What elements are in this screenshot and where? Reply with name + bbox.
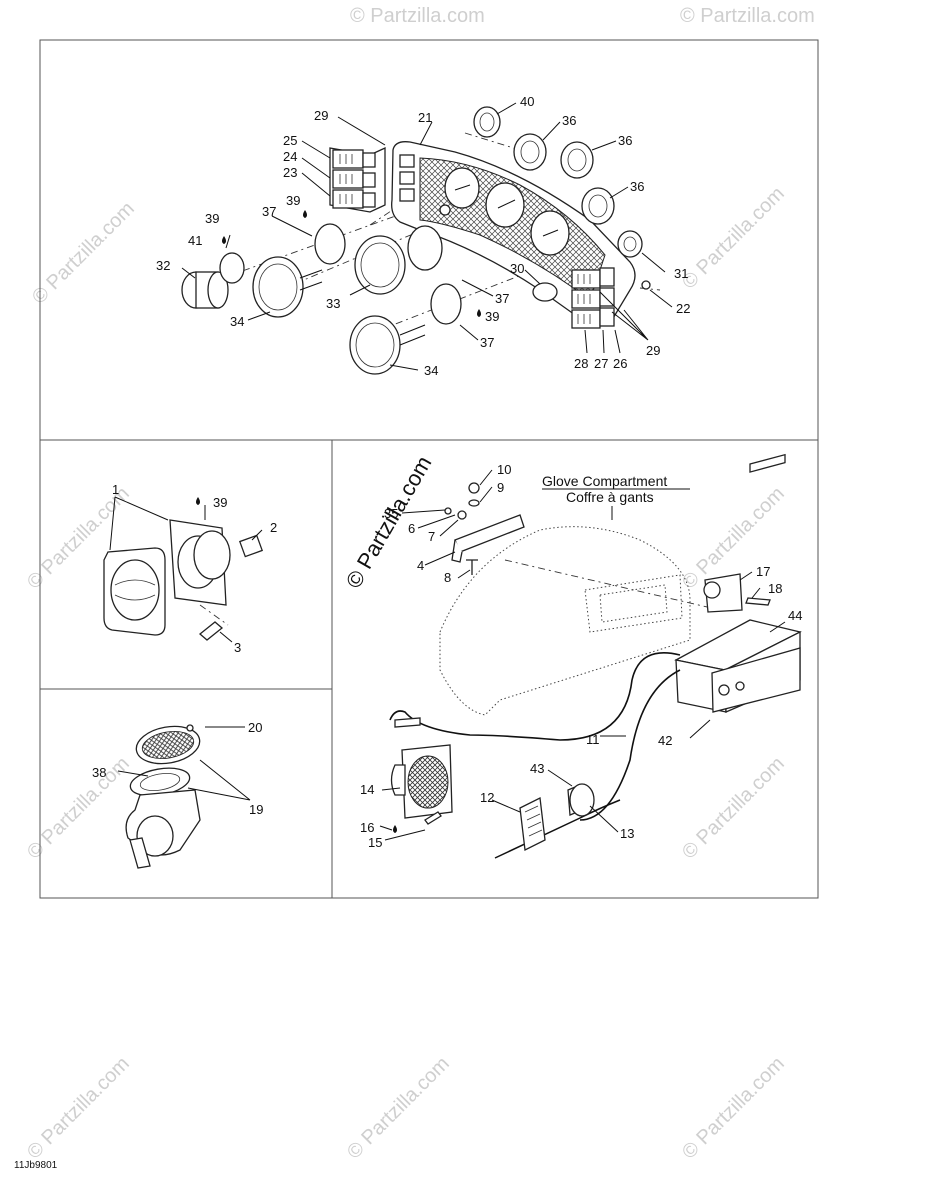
callout-29: 29 bbox=[314, 108, 328, 123]
callout-33: 33 bbox=[326, 296, 340, 311]
callout-26: 26 bbox=[613, 356, 627, 371]
callout-37: 37 bbox=[262, 204, 276, 219]
callout-40: 40 bbox=[520, 94, 534, 109]
callout-25: 25 bbox=[283, 133, 297, 148]
rocker-switches-right bbox=[571, 267, 615, 329]
callout-31: 31 bbox=[674, 266, 688, 281]
plug-30 bbox=[532, 282, 558, 302]
callout-37: 37 bbox=[495, 291, 509, 306]
callout-41: 41 bbox=[188, 233, 202, 248]
gauges bbox=[181, 223, 462, 375]
callout-3: 3 bbox=[234, 640, 241, 655]
watermark: © Partzilla.com bbox=[343, 1053, 454, 1164]
callout-36: 36 bbox=[618, 133, 632, 148]
callout-19: 19 bbox=[249, 802, 263, 817]
watermark: © Partzilla.com bbox=[680, 5, 815, 27]
blower-panel: 20 38 19 bbox=[92, 720, 263, 869]
watermark: © Partzilla.com bbox=[678, 1053, 789, 1164]
drawing-code: 11Jb9801 bbox=[14, 1160, 58, 1171]
washer-22 bbox=[641, 280, 651, 290]
callout-39: 39 bbox=[205, 211, 219, 226]
callout-30: 30 bbox=[510, 261, 524, 276]
watermark: © Partzilla.com bbox=[678, 183, 789, 294]
callout-42: 42 bbox=[658, 733, 672, 748]
callout-4: 4 bbox=[417, 558, 424, 573]
callout-39: 39 bbox=[485, 309, 499, 324]
glove-compartment-panel: Glove Compartment Coffre à gants bbox=[360, 453, 802, 859]
callout-23: 23 bbox=[283, 165, 297, 180]
callout-36: 36 bbox=[562, 113, 576, 128]
callout-34: 34 bbox=[424, 363, 438, 378]
leader-lines-top bbox=[181, 102, 673, 371]
panel-frames bbox=[39, 39, 819, 899]
callout-24: 24 bbox=[283, 149, 297, 164]
callout-32: 32 bbox=[156, 258, 170, 273]
callout-36: 36 bbox=[630, 179, 644, 194]
callout-29: 29 bbox=[646, 343, 660, 358]
callout-27: 27 bbox=[594, 356, 608, 371]
callout-21: 21 bbox=[418, 110, 432, 125]
glove-compartment-label: Glove Compartment bbox=[542, 473, 667, 489]
callout-38: 38 bbox=[92, 765, 106, 780]
callout-17: 17 bbox=[756, 564, 770, 579]
callout-7: 7 bbox=[428, 529, 435, 544]
callout-1: 1 bbox=[112, 482, 119, 497]
callout-9: 9 bbox=[497, 480, 504, 495]
gauge-nuts bbox=[473, 106, 643, 258]
callout-44: 44 bbox=[788, 608, 802, 623]
callout-10: 10 bbox=[497, 462, 511, 477]
callout-2: 2 bbox=[270, 520, 277, 535]
callout-39: 39 bbox=[213, 495, 227, 510]
callout-35: 35 bbox=[384, 506, 398, 521]
watermark: © Partzilla.com bbox=[23, 1053, 134, 1164]
glove-compartment-label-fr: Coffre à gants bbox=[566, 489, 654, 505]
callout-8: 8 bbox=[444, 570, 451, 585]
callout-43: 43 bbox=[530, 761, 544, 776]
callout-12: 12 bbox=[480, 790, 494, 805]
callout-16: 16 bbox=[360, 820, 374, 835]
vent-panel: 1 39 2 3 bbox=[103, 482, 277, 655]
callout-6: 6 bbox=[408, 521, 415, 536]
callout-15: 15 bbox=[368, 835, 382, 850]
rocker-switches-left bbox=[329, 146, 386, 213]
callout-13: 13 bbox=[620, 826, 634, 841]
watermark: © Partzilla.com bbox=[28, 198, 139, 309]
callout-14: 14 bbox=[360, 782, 374, 797]
callout-37: 37 bbox=[480, 335, 494, 350]
watermark: © Partzilla.com bbox=[350, 5, 485, 27]
gauge-cluster-panel: 29 21 40 36 36 36 25 24 23 39 37 39 41 3… bbox=[156, 94, 690, 833]
callout-11: 11 bbox=[586, 732, 600, 747]
callout-22: 22 bbox=[676, 301, 690, 316]
callout-34: 34 bbox=[230, 314, 244, 329]
watermark: © Partzilla.com bbox=[678, 753, 789, 864]
callout-39: 39 bbox=[286, 193, 300, 208]
callout-20: 20 bbox=[248, 720, 262, 735]
callout-18: 18 bbox=[768, 581, 782, 596]
callout-28: 28 bbox=[574, 356, 588, 371]
